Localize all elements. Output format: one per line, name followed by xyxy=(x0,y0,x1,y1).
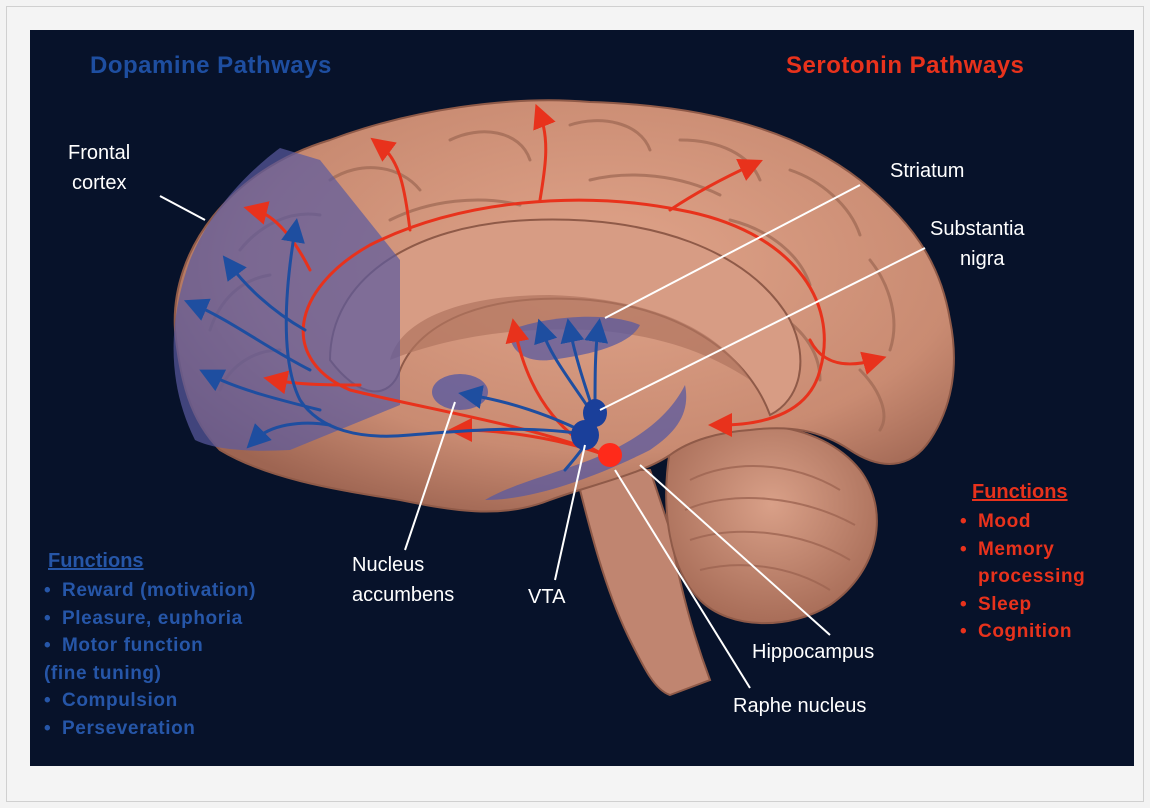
hippocampus-label: Hippocampus xyxy=(752,637,874,667)
list-item: processing xyxy=(960,563,1085,591)
dopamine-functions-list: •Reward (motivation) •Pleasure, euphoria… xyxy=(44,577,256,743)
list-item: •Cognition xyxy=(960,618,1085,646)
dopamine-functions-heading: Functions xyxy=(48,550,144,573)
dopamine-pathways-title: Dopamine Pathways xyxy=(90,52,332,80)
list-item: •Memory xyxy=(960,536,1085,564)
list-item: •Pleasure, euphoria xyxy=(44,605,256,633)
list-item: •Motor function xyxy=(44,632,256,660)
raphe-nucleus-label: Raphe nucleus xyxy=(733,691,866,721)
serotonin-functions-heading: Functions xyxy=(972,481,1068,504)
raphe-nucleus-dot xyxy=(598,443,622,467)
list-item: •Reward (motivation) xyxy=(44,577,256,605)
striatum-label: Striatum xyxy=(890,156,964,186)
nucleus-accumbens-label: Nucleus accumbens xyxy=(352,550,454,610)
serotonin-functions-list: •Mood •Memory processing •Sleep •Cogniti… xyxy=(960,508,1085,646)
list-item: •Mood xyxy=(960,508,1085,536)
list-item: •Perseveration xyxy=(44,715,256,743)
list-item: •Compulsion xyxy=(44,687,256,715)
cerebellum xyxy=(666,425,877,623)
serotonin-pathways-title: Serotonin Pathways xyxy=(786,52,1024,80)
leader-frontal-cortex xyxy=(160,196,205,220)
brain-diagram: Dopamine Pathways Serotonin Pathways Fro… xyxy=(30,30,1134,766)
frontal-cortex-label: Frontal cortex xyxy=(68,138,130,198)
vta-label: VTA xyxy=(528,582,565,612)
nucleus-accumbens-region xyxy=(432,374,488,410)
list-item: •Sleep xyxy=(960,591,1085,619)
list-item: (fine tuning) xyxy=(44,660,256,688)
substantia-nigra-label: Substantia nigra xyxy=(930,214,1025,274)
